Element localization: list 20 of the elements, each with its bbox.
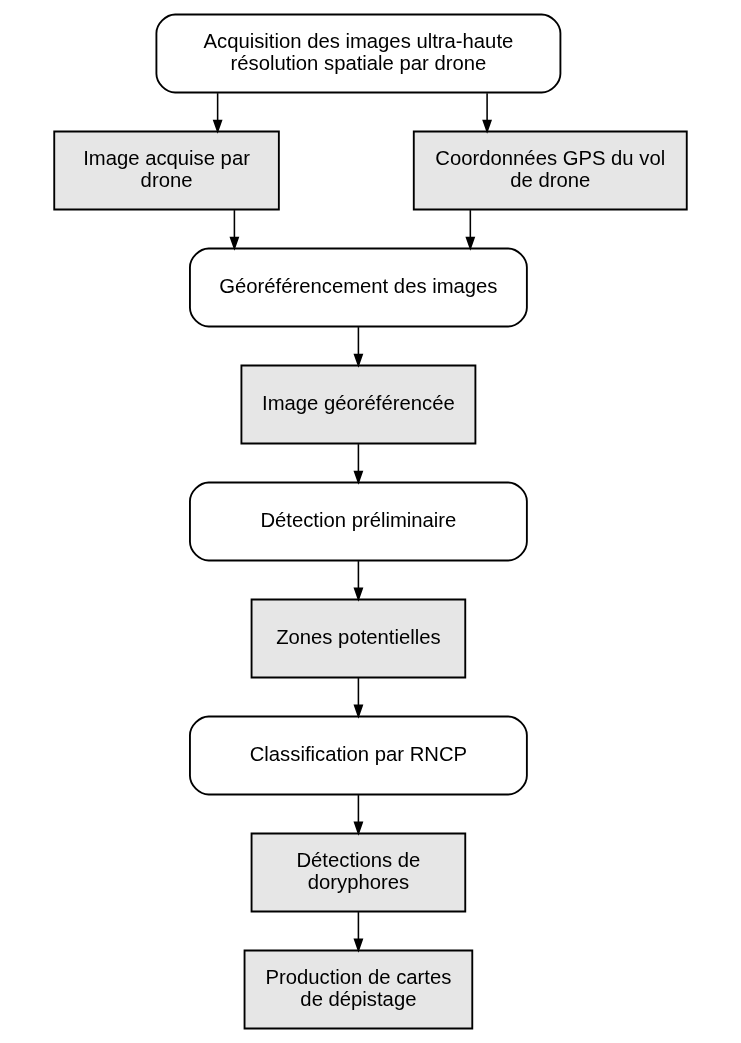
arrow [353,911,364,953]
node-box: Image acquise par drone [53,130,280,211]
arrow [482,92,492,134]
node-box: Classification par RNCP [189,715,528,796]
node-box: Détection préliminaire [189,481,528,562]
arrow [212,92,223,134]
node-box: Zones potentielles [250,598,467,679]
node-box: Production de cartes de dépistage [243,949,474,1030]
arrow [353,677,364,719]
node-box: Acquisition des images ultra-haute résolution spatiale par drone [155,13,562,94]
arrow [353,326,364,368]
node-box: Coordonnées GPS du vol de drone [412,130,688,211]
arrow [353,443,364,485]
node-box: Géoréférencement des images [189,247,528,328]
node-box: Détections de doryphores [250,832,467,913]
node-box: Image géoréférencée [240,364,477,445]
arrow [465,209,476,251]
arrow [353,560,364,602]
arrow [353,794,364,836]
arrow [229,209,240,251]
